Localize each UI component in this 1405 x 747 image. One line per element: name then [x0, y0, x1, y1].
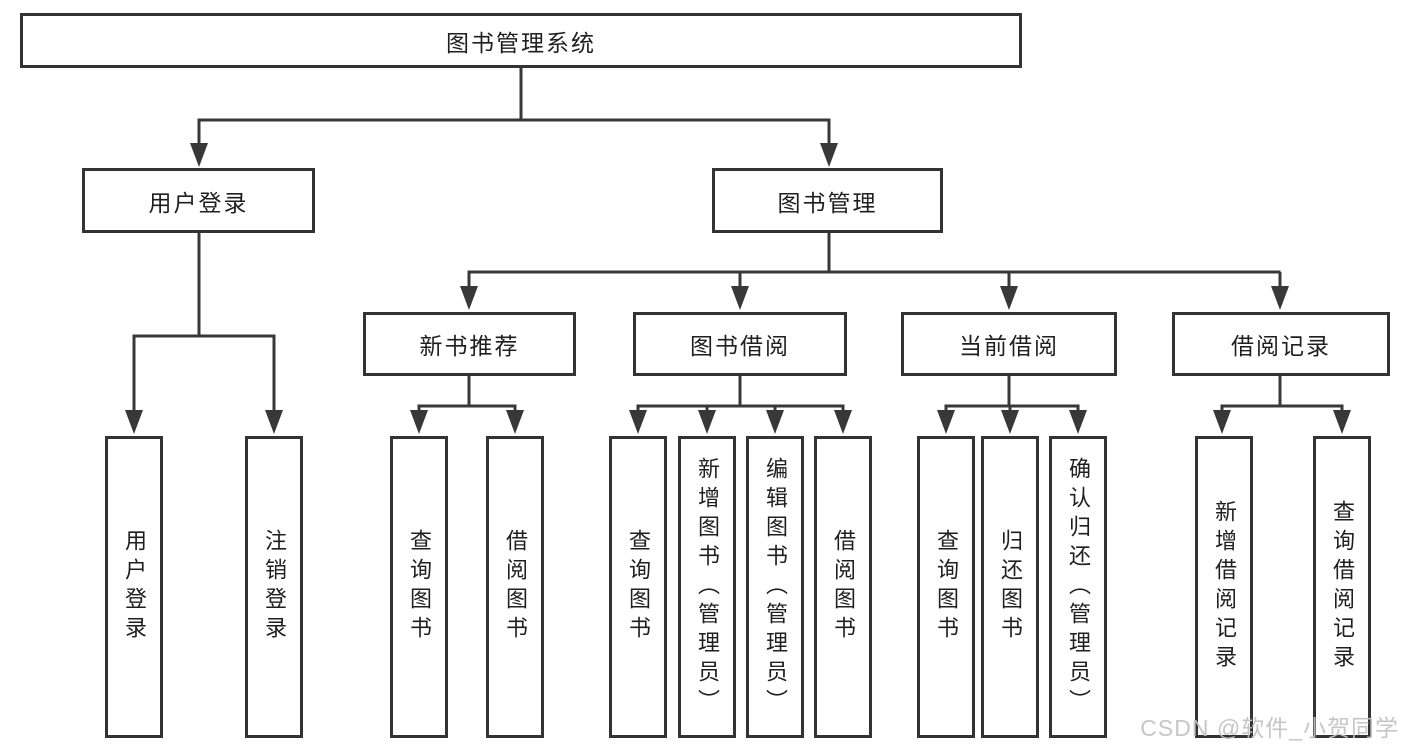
leaf-user-login-label: 用户登录 — [122, 529, 147, 645]
leaf-borrow-book: 借阅图书 — [814, 436, 872, 738]
connector-new-books — [410, 374, 524, 434]
leaf-query-record: 查询借阅记录 — [1313, 436, 1371, 738]
node-book-mgmt-label: 图书管理 — [777, 189, 878, 216]
connector-book-mgmt — [460, 231, 1289, 310]
node-current-borrow: 当前借阅 — [901, 312, 1117, 376]
connector-borrow-records — [1213, 374, 1351, 434]
node-user-login-label: 用户登录 — [148, 189, 249, 216]
leaf-current-query: 查询图书 — [917, 436, 975, 738]
leaf-borrow-edit-book: 编辑图书（管理员） — [746, 436, 804, 738]
leaf-borrow-query-label: 查询图书 — [626, 529, 651, 645]
node-borrow-records-label: 借阅记录 — [1231, 333, 1331, 359]
connector-user-login — [125, 231, 283, 434]
leaf-return-book: 归还图书 — [981, 436, 1039, 738]
leaf-current-query-label: 查询图书 — [934, 529, 959, 645]
leaf-logout-label: 注销登录 — [262, 529, 287, 645]
leaf-borrow-add-book: 新增图书（管理员） — [678, 436, 736, 738]
leaf-borrow-query: 查询图书 — [609, 436, 667, 738]
leaf-add-record: 新增借阅记录 — [1195, 436, 1253, 738]
leaf-borrow-edit-book-label: 编辑图书（管理员） — [763, 456, 788, 718]
connector-current-borrow — [937, 374, 1087, 434]
leaf-confirm-return-label: 确认归还（管理员） — [1066, 456, 1091, 718]
leaf-return-book-label: 归还图书 — [998, 529, 1023, 645]
node-book-mgmt: 图书管理 — [712, 168, 943, 233]
node-borrow-records: 借阅记录 — [1172, 312, 1390, 376]
leaf-user-login: 用户登录 — [105, 436, 163, 738]
leaf-newbooks-query: 查询图书 — [390, 436, 448, 738]
node-root: 图书管理系统 — [20, 13, 1022, 68]
node-user-login: 用户登录 — [82, 168, 315, 233]
leaf-logout: 注销登录 — [245, 436, 303, 738]
leaf-newbooks-borrow: 借阅图书 — [486, 436, 544, 738]
node-root-label: 图书管理系统 — [446, 29, 596, 56]
leaf-confirm-return: 确认归还（管理员） — [1049, 436, 1107, 738]
csdn-watermark: CSDN @软件_小贺同学 — [1140, 715, 1399, 741]
node-new-books-label: 新书推荐 — [419, 333, 520, 359]
leaf-borrow-book-label: 借阅图书 — [831, 529, 856, 645]
node-book-borrow: 图书借阅 — [633, 312, 847, 376]
node-current-borrow-label: 当前借阅 — [959, 333, 1059, 359]
leaf-newbooks-borrow-label: 借阅图书 — [503, 529, 528, 645]
leaf-add-record-label: 新增借阅记录 — [1212, 500, 1237, 674]
node-new-books: 新书推荐 — [363, 312, 576, 376]
node-book-borrow-label: 图书借阅 — [690, 333, 790, 359]
connector-book-borrow — [629, 374, 852, 434]
connector-root — [190, 66, 838, 167]
leaf-newbooks-query-label: 查询图书 — [407, 529, 432, 645]
leaf-borrow-add-book-label: 新增图书（管理员） — [695, 456, 720, 718]
leaf-query-record-label: 查询借阅记录 — [1330, 500, 1355, 674]
